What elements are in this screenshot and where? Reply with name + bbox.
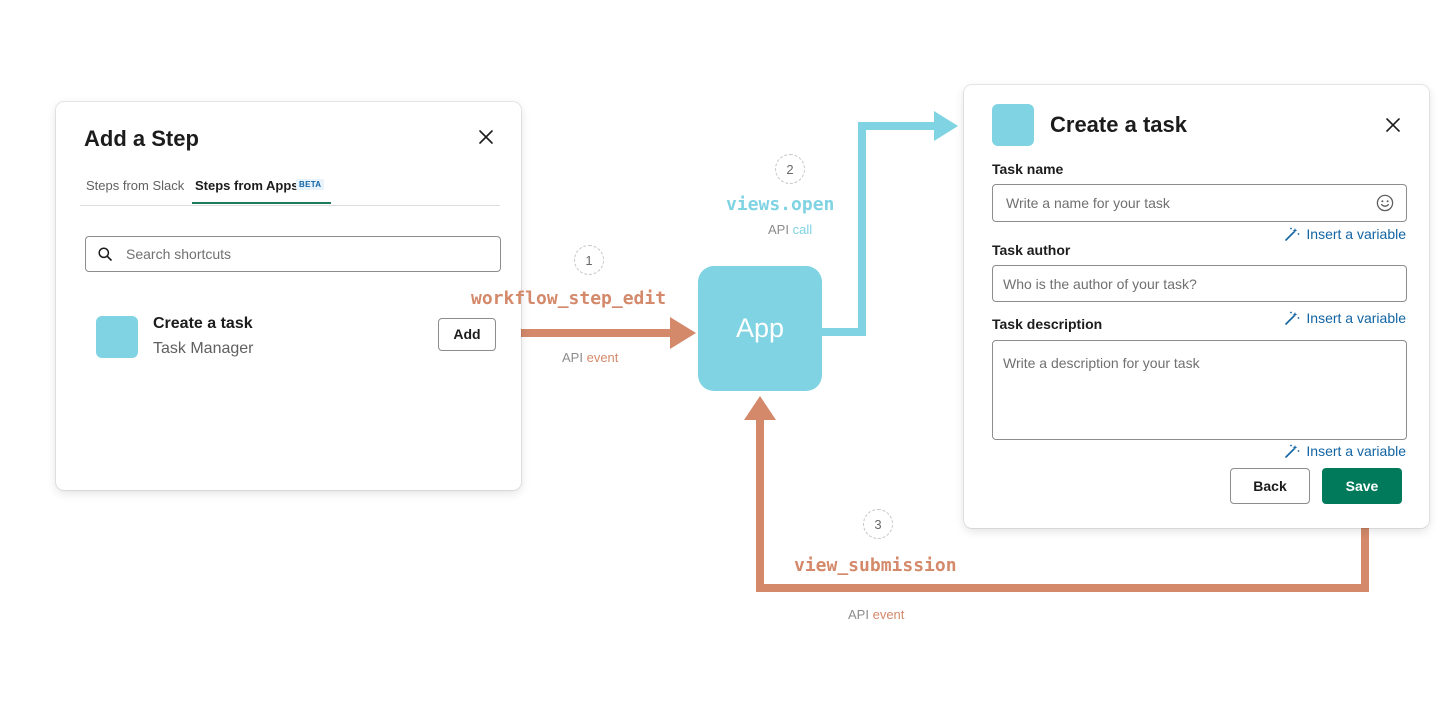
task-author-field: [992, 265, 1407, 302]
task-author-label: Task author: [992, 242, 1071, 258]
beta-badge: BETA: [296, 179, 325, 190]
magic-wand-icon: [1285, 444, 1300, 458]
magic-wand-icon: [1285, 311, 1300, 325]
arrow-view-submission: [756, 420, 1369, 592]
task-description-field: [992, 340, 1407, 440]
save-button[interactable]: Save: [1322, 468, 1402, 504]
api-prefix: API: [848, 607, 869, 622]
app-icon: [96, 316, 138, 358]
arrowhead-2: [934, 111, 958, 141]
arrowhead-1: [670, 317, 696, 349]
app-icon: [992, 104, 1034, 146]
api-label-3: API event: [848, 607, 904, 622]
tab-steps-from-apps[interactable]: Steps from Apps: [195, 178, 299, 193]
task-name-input[interactable]: [1006, 185, 1366, 221]
insert-variable-link[interactable]: Insert a variable: [1284, 310, 1406, 326]
arrow-views-open: [822, 122, 938, 336]
step-number-1: 1: [574, 245, 604, 275]
insert-variable-link[interactable]: Insert a variable: [1284, 443, 1406, 459]
item-title: Create a task: [153, 315, 253, 332]
back-button[interactable]: Back: [1230, 468, 1310, 504]
code-views-open: views.open: [726, 194, 835, 215]
api-kind: event: [586, 350, 619, 365]
create-task-modal: Create a task Task name Insert a variabl…: [964, 85, 1429, 528]
arrowhead-3: [744, 396, 776, 420]
close-icon[interactable]: [1384, 116, 1402, 134]
add-button[interactable]: Add: [438, 318, 496, 351]
task-name-label: Task name: [992, 161, 1064, 177]
emoji-icon[interactable]: [1376, 194, 1394, 217]
api-prefix: API: [768, 222, 789, 237]
search-icon: [98, 247, 112, 266]
insert-variable-label: Insert a variable: [1306, 443, 1406, 459]
task-author-input[interactable]: [1003, 266, 1363, 301]
search-input[interactable]: [126, 237, 486, 271]
step-number-2: 2: [775, 154, 805, 184]
tab-steps-from-slack[interactable]: Steps from Slack: [86, 178, 185, 193]
tabs-divider: [80, 205, 500, 206]
task-description-label: Task description: [992, 316, 1103, 332]
magic-wand-icon: [1285, 227, 1300, 241]
api-kind: call: [792, 222, 813, 237]
code-workflow-step-edit: workflow_step_edit: [471, 288, 667, 309]
insert-variable-link[interactable]: Insert a variable: [1284, 226, 1406, 242]
search-box: [85, 236, 501, 272]
item-subtitle: Task Manager: [153, 340, 254, 357]
active-tab-indicator: [192, 202, 331, 204]
insert-variable-label: Insert a variable: [1306, 310, 1406, 326]
add-step-modal: Add a Step Steps from Slack Steps from A…: [56, 102, 521, 490]
api-prefix: API: [562, 350, 583, 365]
task-description-input[interactable]: [1003, 355, 1363, 433]
insert-variable-label: Insert a variable: [1306, 226, 1406, 242]
app-node: App: [698, 266, 822, 391]
api-label-1: API event: [562, 350, 618, 365]
api-label-2: API call: [768, 222, 812, 237]
close-icon[interactable]: [477, 128, 495, 146]
modal-title: Create a task: [1050, 112, 1187, 137]
api-kind: event: [872, 607, 905, 622]
modal-title: Add a Step: [84, 126, 199, 151]
code-view-submission: view_submission: [794, 555, 957, 576]
task-name-field: [992, 184, 1407, 222]
step-number-3: 3: [863, 509, 893, 539]
